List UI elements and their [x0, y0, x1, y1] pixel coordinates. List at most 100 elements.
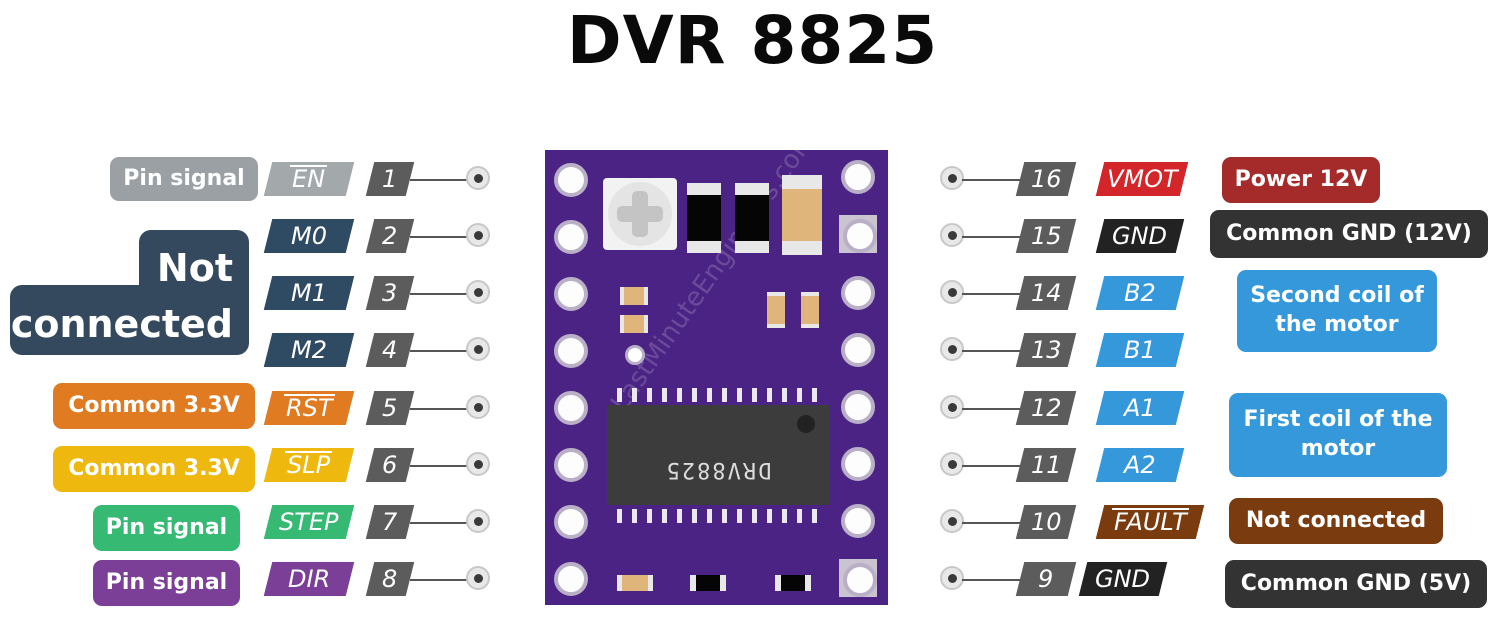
hole-pin-2: [554, 220, 588, 254]
pin-wire: [410, 179, 468, 181]
chip-leg: [812, 388, 817, 402]
pin-pad-icon: [466, 566, 490, 590]
pin-name-tag: GND: [1078, 562, 1168, 596]
pin-pad-icon: [466, 452, 490, 476]
note-power-12v: Power 12V: [1222, 157, 1380, 203]
smd-resistor-1: [620, 287, 648, 305]
pin-pad-icon: [466, 166, 490, 190]
potentiometer: [603, 178, 677, 250]
chip-leg: [797, 509, 802, 523]
chip-leg: [782, 509, 787, 523]
pin-pad-icon: [466, 395, 490, 419]
hole-pin-7: [554, 505, 588, 539]
chip-leg: [797, 388, 802, 402]
pin-pad-icon: [466, 337, 490, 361]
pin-wire: [410, 350, 468, 352]
chip-leg: [662, 388, 667, 402]
pin-number-tag: 14: [1015, 276, 1077, 310]
smd-diode-2: [735, 183, 769, 253]
pin-wire: [962, 408, 1024, 410]
pin-wire: [410, 465, 468, 467]
note-not-connected-left: Not connected: [10, 230, 249, 355]
chip-leg: [812, 509, 817, 523]
pin-name-tag: A2: [1095, 448, 1185, 482]
chip-leg: [692, 388, 697, 402]
pin-number-tag: 11: [1015, 448, 1077, 482]
pin-number-tag: 16: [1015, 162, 1077, 196]
hole-pin-14: [841, 276, 875, 310]
chip-leg: [632, 388, 637, 402]
pin-pad-icon: [940, 337, 964, 361]
chip-leg: [707, 388, 712, 402]
pin-pad-icon: [940, 452, 964, 476]
smd-resistor-4: [801, 292, 819, 328]
chip-leg: [722, 509, 727, 523]
note-not-connected-text: Not connected: [10, 246, 233, 346]
via: [625, 345, 645, 365]
pin-pad-icon: [940, 566, 964, 590]
pin-number-tag: 12: [1015, 391, 1077, 425]
chip-label: DRV8825: [664, 457, 772, 482]
hole-pin-11: [841, 447, 875, 481]
smd-component-6: [690, 575, 726, 591]
chip-leg: [737, 388, 742, 402]
chip-leg: [617, 388, 622, 402]
note-step-signal: Pin signal: [93, 505, 240, 551]
hole-pin-8: [554, 562, 588, 596]
note-pin1-signal: Pin signal: [110, 157, 258, 201]
hole-pin-6: [554, 448, 588, 482]
hole-pin-16: [841, 160, 875, 194]
chip-leg: [752, 509, 757, 523]
pin-pad-icon: [466, 509, 490, 533]
hole-pin-1: [554, 163, 588, 197]
hole-pin-5: [554, 391, 588, 425]
note-slp-common-3v3: Common 3.3V: [53, 446, 255, 492]
pin-pad-icon: [466, 223, 490, 247]
chip-leg: [692, 509, 697, 523]
pin-number-tag: 10: [1015, 505, 1077, 539]
hole-pin-13: [841, 333, 875, 367]
chip-leg: [647, 509, 652, 523]
pin-name-tag: FAULT: [1095, 505, 1205, 539]
square-pad-pin-9: [839, 559, 877, 597]
smd-component-7: [775, 575, 811, 591]
hole-pin-3: [554, 277, 588, 311]
chip-leg: [722, 388, 727, 402]
pin-number-tag: 15: [1015, 219, 1077, 253]
note-second-coil: Second coil of the motor: [1237, 270, 1437, 352]
chip-leg: [617, 509, 622, 523]
pin-pad-icon: [940, 223, 964, 247]
smd-resistor-3: [767, 292, 785, 328]
hole-pin-9: [843, 563, 877, 597]
chip-leg: [782, 388, 787, 402]
note-rst-common-3v3: Common 3.3V: [53, 383, 255, 429]
hole-pin-15: [843, 219, 877, 253]
pin-wire: [962, 522, 1024, 524]
pin-wire: [410, 579, 468, 581]
pin-wire: [410, 522, 468, 524]
pin-row-11: 11 A2: [0, 446, 1505, 486]
note-dir-signal: Pin signal: [93, 560, 240, 606]
pin-pad-icon: [940, 509, 964, 533]
chip-leg: [662, 509, 667, 523]
hole-pin-4: [554, 334, 588, 368]
pin-number-tag: 13: [1015, 333, 1077, 367]
pin-pad-icon: [940, 166, 964, 190]
pin-wire: [962, 465, 1024, 467]
chip-leg: [767, 509, 772, 523]
chip-leg: [707, 509, 712, 523]
watermark: LastMinuteEngineers.com: [605, 124, 823, 418]
pin-wire: [410, 293, 468, 295]
